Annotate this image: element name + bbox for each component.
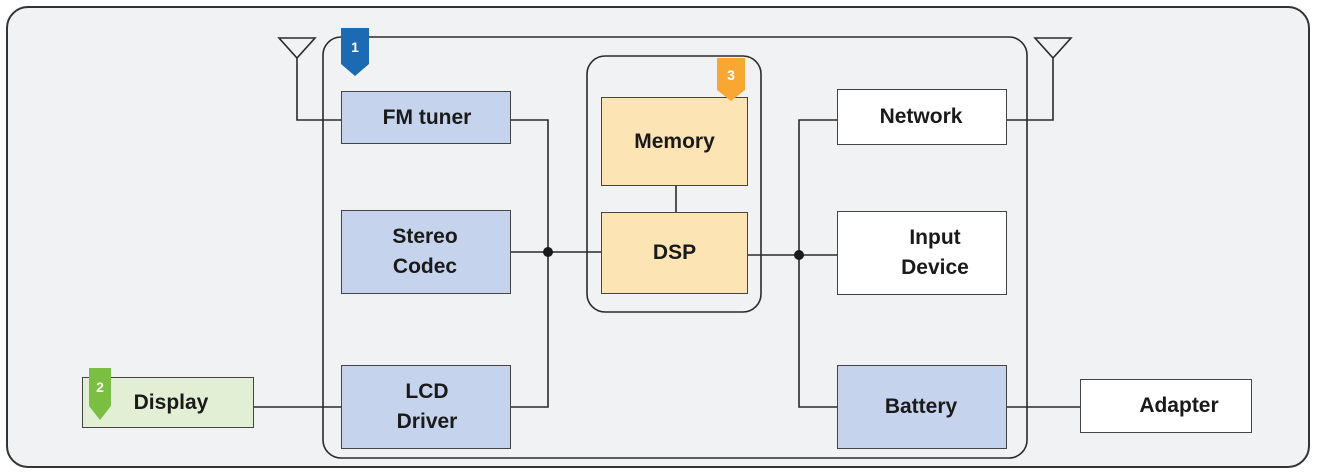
input-device-block: Input Device — [837, 211, 1007, 295]
marker-3-badge: 3 — [717, 58, 745, 101]
marker-2-number: 2 — [96, 379, 104, 395]
fm-tuner-block: FM tuner — [341, 91, 511, 144]
marker-3-number: 3 — [727, 67, 735, 83]
wire-right-bus — [798, 119, 849, 408]
stereo-codec-block: Stereo Codec — [341, 210, 511, 294]
battery-block: Battery — [837, 365, 1007, 449]
marker-1-number: 1 — [351, 39, 359, 55]
junction-left-dot — [543, 247, 553, 257]
network-block: Network — [837, 89, 1007, 145]
input-device-label-line2: Device — [901, 256, 969, 279]
display-label: Display — [133, 390, 209, 414]
junction-right-dot — [794, 250, 804, 260]
lcd-driver-block: LCD Driver — [341, 365, 511, 449]
antenna-right-icon — [992, 37, 1073, 121]
stereo-codec-label-line1: Stereo — [392, 225, 458, 248]
lcd-driver-label-line1: LCD — [405, 380, 449, 403]
adapter-block: Adapter — [1080, 379, 1252, 433]
marker-1-badge: 1 — [341, 28, 369, 76]
dsp-block: DSP — [601, 212, 748, 294]
battery-label: Battery — [884, 395, 958, 418]
dsp-label: DSP — [652, 241, 697, 264]
main-module-outline — [322, 36, 1028, 459]
adapter-label: Adapter — [1139, 394, 1219, 417]
antenna-left-icon — [277, 37, 356, 121]
fm-tuner-label: FM tuner — [382, 105, 472, 129]
input-device-label-line1: Input — [909, 226, 961, 249]
lcd-driver-label-line2: Driver — [396, 410, 458, 433]
dsp-module-outline — [586, 55, 762, 313]
memory-label: Memory — [634, 129, 715, 153]
wire-fm-tuner-bus — [494, 119, 549, 408]
marker-2-badge: 2 — [89, 368, 111, 420]
memory-block: Memory — [601, 97, 748, 186]
network-label: Network — [879, 105, 963, 128]
stereo-codec-label-line2: Codec — [392, 255, 458, 278]
